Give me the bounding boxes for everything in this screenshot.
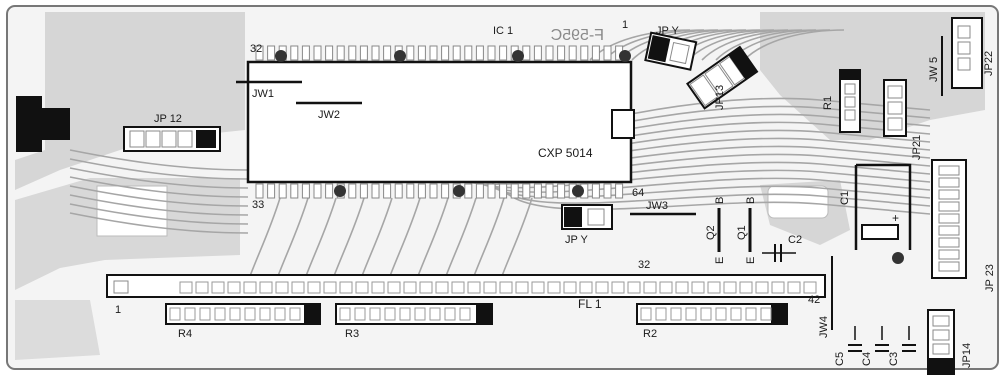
jw3-label: JW3 (646, 200, 668, 212)
c1-plus-label: + (892, 211, 899, 225)
mirrored-silkscreen: F-595C (551, 27, 604, 44)
ic1-pin1-label: 1 (622, 19, 628, 31)
fl1-pin42-label: 42 (808, 294, 820, 306)
ic1-pin64-label: 64 (632, 187, 644, 199)
ic1-pin33-label: 33 (252, 199, 264, 211)
jpy-bottom-pin1 (564, 207, 582, 227)
ic1-part-label: CXP 5014 (538, 146, 593, 160)
jp13-label: JP13 (714, 85, 726, 110)
jp22-pads (957, 25, 971, 71)
sip-pads (169, 307, 772, 321)
r2-label: R2 (643, 328, 657, 340)
jp12-pins (129, 130, 216, 148)
fl1-pad-1 (113, 280, 129, 294)
small-capacitors (848, 326, 916, 352)
r1-pin1 (841, 70, 859, 80)
c2-capacitor (762, 244, 796, 262)
q1-e-label: E (745, 257, 757, 264)
c3-label: C3 (888, 352, 900, 366)
fl1-pads (179, 281, 817, 294)
q1-label: Q1 (736, 225, 748, 240)
r4-label: R4 (178, 328, 192, 340)
q2-e-label: E (714, 257, 726, 264)
fl1-pin1-label: 1 (115, 304, 121, 316)
ic1-pins (255, 45, 624, 199)
jp23-pads (938, 165, 960, 272)
jpy-bottom-label: JP Y (565, 234, 588, 246)
c4-label: C4 (861, 352, 873, 366)
jpy-bottom-pin2 (587, 208, 605, 226)
jpy-top-label: JP Y (656, 25, 679, 37)
c2-label: C2 (788, 234, 802, 246)
r3-label: R3 (345, 328, 359, 340)
ic1-body (246, 60, 633, 184)
ic1-pin32-label: 32 (250, 43, 262, 55)
jp21-small-pads (887, 85, 903, 131)
jp14-label: JP14 (961, 343, 973, 368)
c1-via (892, 252, 904, 264)
ground-plane-bottom-strip (15, 300, 100, 360)
fl1-pin32-label: 32 (638, 259, 650, 271)
q2-label: Q2 (705, 225, 717, 240)
jp14-pads (929, 315, 953, 375)
r2-pin1 (771, 305, 787, 323)
ic1-notch (611, 109, 635, 139)
jw5-label: JW 5 (928, 57, 940, 82)
q1-b-label: B (745, 197, 757, 204)
jp13-header (686, 45, 759, 110)
jw4-label: JW4 (818, 316, 830, 338)
fl1-label: FL 1 (578, 297, 602, 311)
jpy-top-header (644, 31, 698, 71)
r4-pin1 (304, 305, 320, 323)
ic-vias (275, 50, 631, 197)
jp23-label: JP 23 (984, 264, 996, 292)
jw1-label: JW1 (252, 88, 274, 100)
c1-label: C1 (839, 191, 851, 205)
ic1-label: IC 1 (493, 25, 513, 37)
c1-cap-body (861, 224, 899, 240)
r3-pin1 (476, 305, 492, 323)
c1-outline (854, 163, 912, 250)
jp12-label: JP 12 (154, 113, 182, 125)
jp22-label: JP22 (983, 51, 995, 76)
ground-plane-left (15, 12, 245, 190)
r1-label: R1 (822, 96, 834, 110)
jw2-label: JW2 (318, 109, 340, 121)
jp21-label: JP21 (911, 135, 923, 160)
q2-b-label: B (714, 197, 726, 204)
r1-pads (844, 83, 856, 121)
c5-label: C5 (834, 352, 846, 366)
mounting-tab (16, 96, 70, 152)
